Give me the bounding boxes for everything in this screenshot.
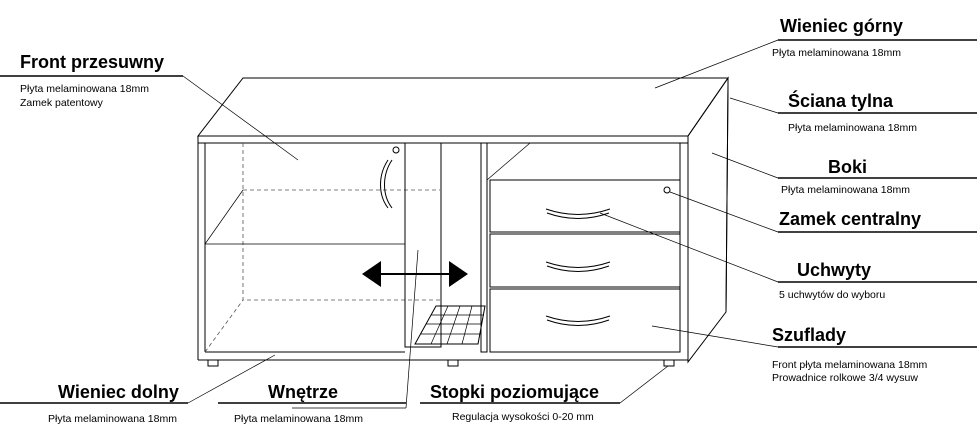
cabinet-illustration <box>196 76 729 367</box>
label-title: Wnętrze <box>268 382 338 402</box>
drawer-middle <box>489 233 681 288</box>
label-title: Front przesuwny <box>20 52 164 72</box>
middle-divider <box>480 142 488 353</box>
label-line: Płyta melaminowana 18mm <box>788 122 917 134</box>
label-line: Front płyta melaminowana 18mm <box>772 359 927 371</box>
label-title: Stopki poziomujące <box>430 382 599 402</box>
door-handle <box>380 159 393 209</box>
label-title: Boki <box>828 157 867 177</box>
label-line: Regulacja wysokości 0-20 mm <box>452 411 594 423</box>
interior-outline <box>242 143 440 301</box>
label-title: Wieniec dolny <box>58 382 179 402</box>
central-lock <box>663 186 671 194</box>
label-line: Płyta melaminowana 18mm <box>48 413 177 425</box>
drawer-handles <box>545 208 611 326</box>
label-line: 5 uchwytów do wyboru <box>779 289 885 301</box>
label-boki: Boki Płyta melaminowana 18mm <box>778 157 977 196</box>
label-title: Uchwyty <box>797 260 871 280</box>
label-title: Ściana tylna <box>788 90 894 111</box>
label-front-przesuwny: Front przesuwny Płyta melaminowana 18mm … <box>0 52 183 109</box>
label-wieniec-gorny: Wieniec górny Płyta melaminowana 18mm <box>772 16 977 59</box>
foot-middle <box>447 359 459 367</box>
top-panel-thickness <box>197 136 688 144</box>
drawer-top <box>489 179 681 233</box>
leader-lines <box>182 39 779 409</box>
drawer-bottom <box>489 288 681 353</box>
side-panel <box>687 76 729 364</box>
top-panel <box>196 77 729 137</box>
label-title: Zamek centralny <box>779 209 921 229</box>
label-sciana-tylna: Ściana tylna Płyta melaminowana 18mm <box>778 90 977 134</box>
label-line: Zamek patentowy <box>20 97 104 109</box>
foot-right <box>663 359 675 367</box>
label-line: Prowadnice rolkowe 3/4 wysuw <box>772 372 918 384</box>
label-line: Płyta melaminowana 18mm <box>772 47 901 59</box>
interior-grid <box>414 305 486 345</box>
label-zamek-centralny: Zamek centralny <box>778 209 977 233</box>
label-stopki: Stopki poziomujące Regulacja wysokości 0… <box>420 382 620 423</box>
label-line: Płyta melaminowana 18mm <box>781 184 910 196</box>
label-title: Wieniec górny <box>780 16 903 36</box>
label-uchwyty: Uchwyty 5 uchwytów do wyboru <box>778 260 977 301</box>
label-line: Płyta melaminowana 18mm <box>234 413 363 425</box>
foot-left <box>207 359 219 367</box>
label-wieniec-dolny: Wieniec dolny Płyta melaminowana 18mm <box>0 382 188 425</box>
door-lock <box>392 146 400 154</box>
label-title: Szuflady <box>772 325 846 345</box>
label-line: Płyta melaminowana 18mm <box>20 83 149 95</box>
sliding-door <box>404 142 442 348</box>
label-szuflady: Szuflady Front płyta melaminowana 18mm P… <box>772 325 977 384</box>
sliding-arrow <box>362 261 468 287</box>
label-wnetrze: Wnętrze Płyta melaminowana 18mm <box>218 382 406 425</box>
